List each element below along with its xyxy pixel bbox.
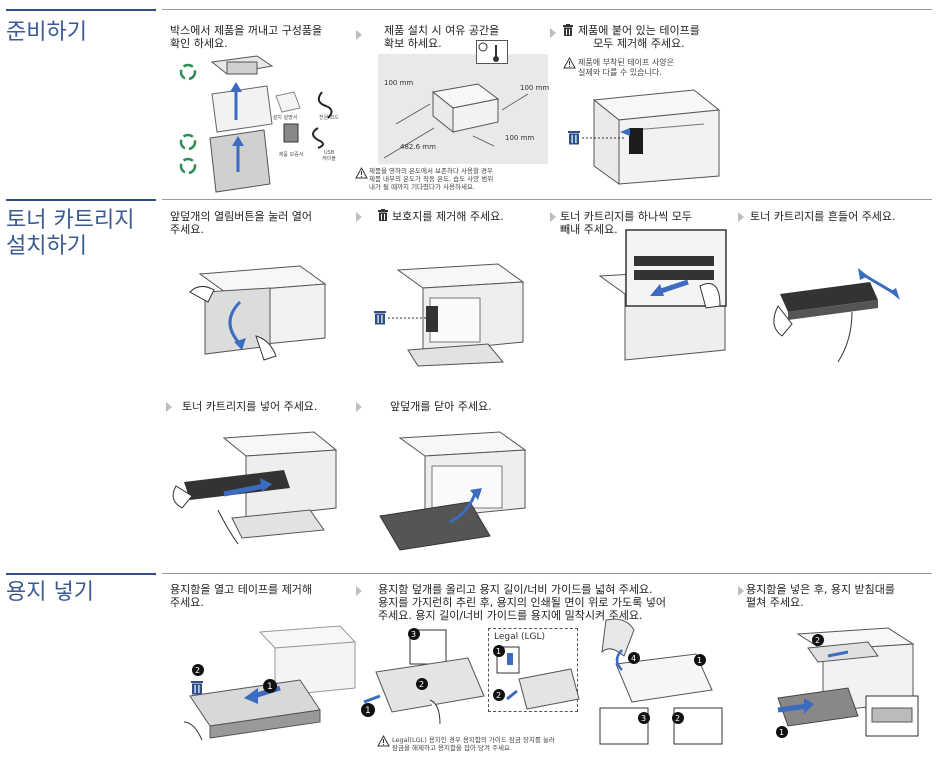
illustration-shake-cartridge bbox=[760, 254, 910, 364]
step-toner-1: 앞덮개의 열림버튼을 눌러 열어 주세요. bbox=[170, 210, 313, 236]
illustration-insert-tray: 2 1 bbox=[768, 626, 928, 744]
component-usb-cable: USB 케이블 bbox=[322, 150, 336, 162]
section-rule-paper bbox=[162, 573, 932, 574]
legal-paper-box: 1 2 bbox=[488, 628, 580, 712]
component-power-cord: 전원 코드 bbox=[319, 115, 339, 121]
section-rule-prep bbox=[162, 9, 932, 10]
clearance-front: 100 mm bbox=[505, 134, 535, 142]
svg-text:4: 4 bbox=[631, 654, 636, 663]
legal-label: Legal (LGL) bbox=[494, 632, 546, 642]
step-paper-2: 용지함 덮개를 올리고 용지 길이/너비 가이드를 넓혀 주세요. 용지를 가지… bbox=[378, 583, 666, 622]
clearance-right: 100 mm bbox=[520, 84, 550, 92]
temperature-note: 제품을 영하의 온도에서 보존하다 사용할 경우 제품 내부의 온도가 작동 온… bbox=[369, 167, 494, 191]
svg-text:1: 1 bbox=[496, 647, 501, 656]
step-arrow-icon bbox=[550, 212, 556, 222]
illustration-unboxing bbox=[172, 54, 352, 199]
recycle-icon bbox=[179, 157, 197, 175]
step-arrow-icon bbox=[356, 402, 362, 412]
svg-text:2: 2 bbox=[195, 666, 200, 675]
step-arrow-icon bbox=[356, 30, 362, 40]
recycle-icon bbox=[179, 63, 197, 81]
step-prep-2: 제품 설치 시 여유 공간을 확보 하세요. bbox=[384, 24, 500, 50]
step-toner-4: 토너 카트리지를 흔들어 주세요. bbox=[750, 210, 896, 223]
svg-text:3: 3 bbox=[641, 714, 646, 723]
step-prep-3: 제품에 붙어 있는 테이프를 모두 제거해 주세요. bbox=[578, 24, 700, 50]
step-toner-3: 토너 카트리지를 하나씩 모두 빼내 주세요. bbox=[560, 210, 692, 236]
clearance-left: 100 mm bbox=[384, 79, 414, 87]
step-arrow-icon bbox=[738, 212, 744, 222]
step-arrow-icon bbox=[356, 212, 362, 222]
step-arrow-icon bbox=[166, 402, 172, 412]
illustration-adjust-guides: 3 1 2 bbox=[360, 626, 490, 736]
step-paper-3: 용지함을 넣은 후, 용지 받침대를 펼쳐 주세요. bbox=[746, 583, 896, 609]
trash-icon bbox=[378, 209, 388, 221]
step-arrow-icon bbox=[356, 586, 362, 596]
section-rule-accent-paper bbox=[6, 573, 156, 575]
step-arrow-icon bbox=[738, 586, 744, 596]
step-toner-2: 보호지를 제거해 주세요. bbox=[392, 210, 504, 223]
component-manual: 설치 설명서 bbox=[272, 115, 298, 121]
svg-text:2: 2 bbox=[419, 680, 424, 689]
component-warranty: 제품 보증서 bbox=[278, 152, 304, 158]
step-toner-6: 앞덮개를 닫아 주세요. bbox=[390, 400, 492, 413]
trash-icon bbox=[568, 131, 580, 145]
svg-text:1: 1 bbox=[697, 656, 702, 665]
illustration-close-front-cover bbox=[370, 426, 535, 551]
section-title-toner: 토너 카트리지 설치하기 bbox=[6, 208, 135, 259]
tape-note: 제품에 부착된 테이프 사양은 실제와 다를 수 있습니다. bbox=[578, 58, 674, 77]
svg-text:2: 2 bbox=[496, 691, 501, 700]
step-toner-5: 토너 카트리지를 넣어 주세요. bbox=[182, 400, 318, 413]
section-rule-toner bbox=[162, 199, 932, 200]
legal-note: Legal(LGL) 용지인 경우 용지함의 가이드 잠금 장치를 눌러 잠금을… bbox=[392, 736, 555, 752]
svg-text:2: 2 bbox=[675, 714, 680, 723]
svg-text:2: 2 bbox=[815, 636, 820, 645]
section-title-paper: 용지 넣기 bbox=[6, 580, 94, 605]
svg-text:1: 1 bbox=[267, 682, 273, 692]
illustration-tape-removal bbox=[564, 80, 724, 190]
trash-icon bbox=[374, 311, 386, 325]
trash-icon bbox=[191, 681, 203, 695]
illustration-remove-cartridges bbox=[560, 226, 730, 366]
illustration-open-tray: 1 2 bbox=[180, 625, 357, 746]
thermometer-icon bbox=[476, 40, 508, 64]
step-arrow-icon bbox=[550, 28, 556, 38]
svg-text:3: 3 bbox=[411, 630, 416, 639]
illustration-clearance bbox=[378, 54, 548, 164]
recycle-icon bbox=[179, 133, 197, 151]
step-paper-1: 용지함을 열고 테이프를 제거해 주세요. bbox=[170, 583, 313, 609]
svg-text:1: 1 bbox=[365, 706, 371, 716]
section-title-prep: 준비하기 bbox=[6, 20, 87, 45]
clearance-width: 482.6 mm bbox=[400, 143, 436, 151]
illustration-insert-cartridges bbox=[164, 426, 339, 546]
step-prep-1: 박스에서 제품을 꺼내고 구성품을 확인 하세요. bbox=[170, 24, 323, 50]
illustration-remove-protective-sheet bbox=[368, 262, 528, 367]
illustration-open-front-cover bbox=[180, 262, 330, 362]
trash-icon bbox=[563, 24, 573, 36]
section-rule-accent-toner bbox=[6, 199, 156, 201]
section-rule-accent-prep bbox=[6, 9, 156, 11]
illustration-load-paper: 4 1 3 2 bbox=[586, 614, 726, 745]
svg-text:1: 1 bbox=[779, 728, 784, 737]
